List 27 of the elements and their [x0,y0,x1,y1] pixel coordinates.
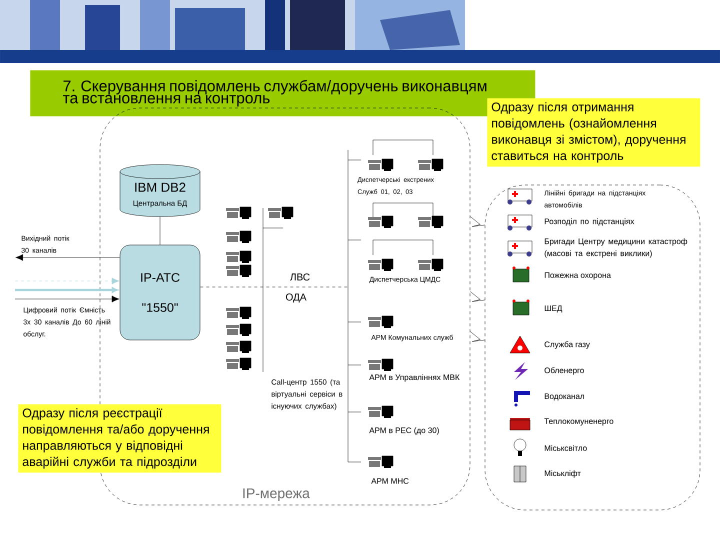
network-region [484,184,700,510]
caption: АРМ в Управліннях МВК [369,374,460,382]
connector-line [470,331,485,342]
network-label: ЛВС [290,273,310,281]
connector-line [200,286,348,288]
service-label: ШЕД [544,305,562,313]
service-label: Міськліфт [544,470,581,478]
arrow [14,278,120,284]
network-label: ОДА [286,294,306,302]
caption: АРМ в РЕС (до 30) [369,427,439,435]
service-label: Служба газу [544,341,590,349]
service-label: Обленерго [544,367,584,375]
service-label: Розподіл по підстанціях [544,218,634,226]
service-label: Міськсвітло [544,445,587,451]
service-label: Бригади Центру медицини катастроф (масові та екстрені виклики) [544,238,688,258]
arrow [14,296,120,302]
note-box: Одразу після отримання повідомлень (ознайомлення виконавця зі змістом), доручення ставиться на контроль [487,98,700,167]
caption: АРМ МНС [371,478,409,484]
connector-line [470,291,485,302]
connector-line [470,216,485,227]
arrow [16,254,120,261]
arrow [15,287,118,293]
note-box: Одразу після реєстрації повідомлення та/або доручення направляються у відповідні аварійні служби та підрозділи [18,404,222,473]
service-label: Пожежна охорона [544,272,611,280]
service-label: Теплокомуненерго [544,418,614,426]
server-box: IP-АТС "1550" [120,244,200,340]
service-label: Водоканал [544,393,584,401]
